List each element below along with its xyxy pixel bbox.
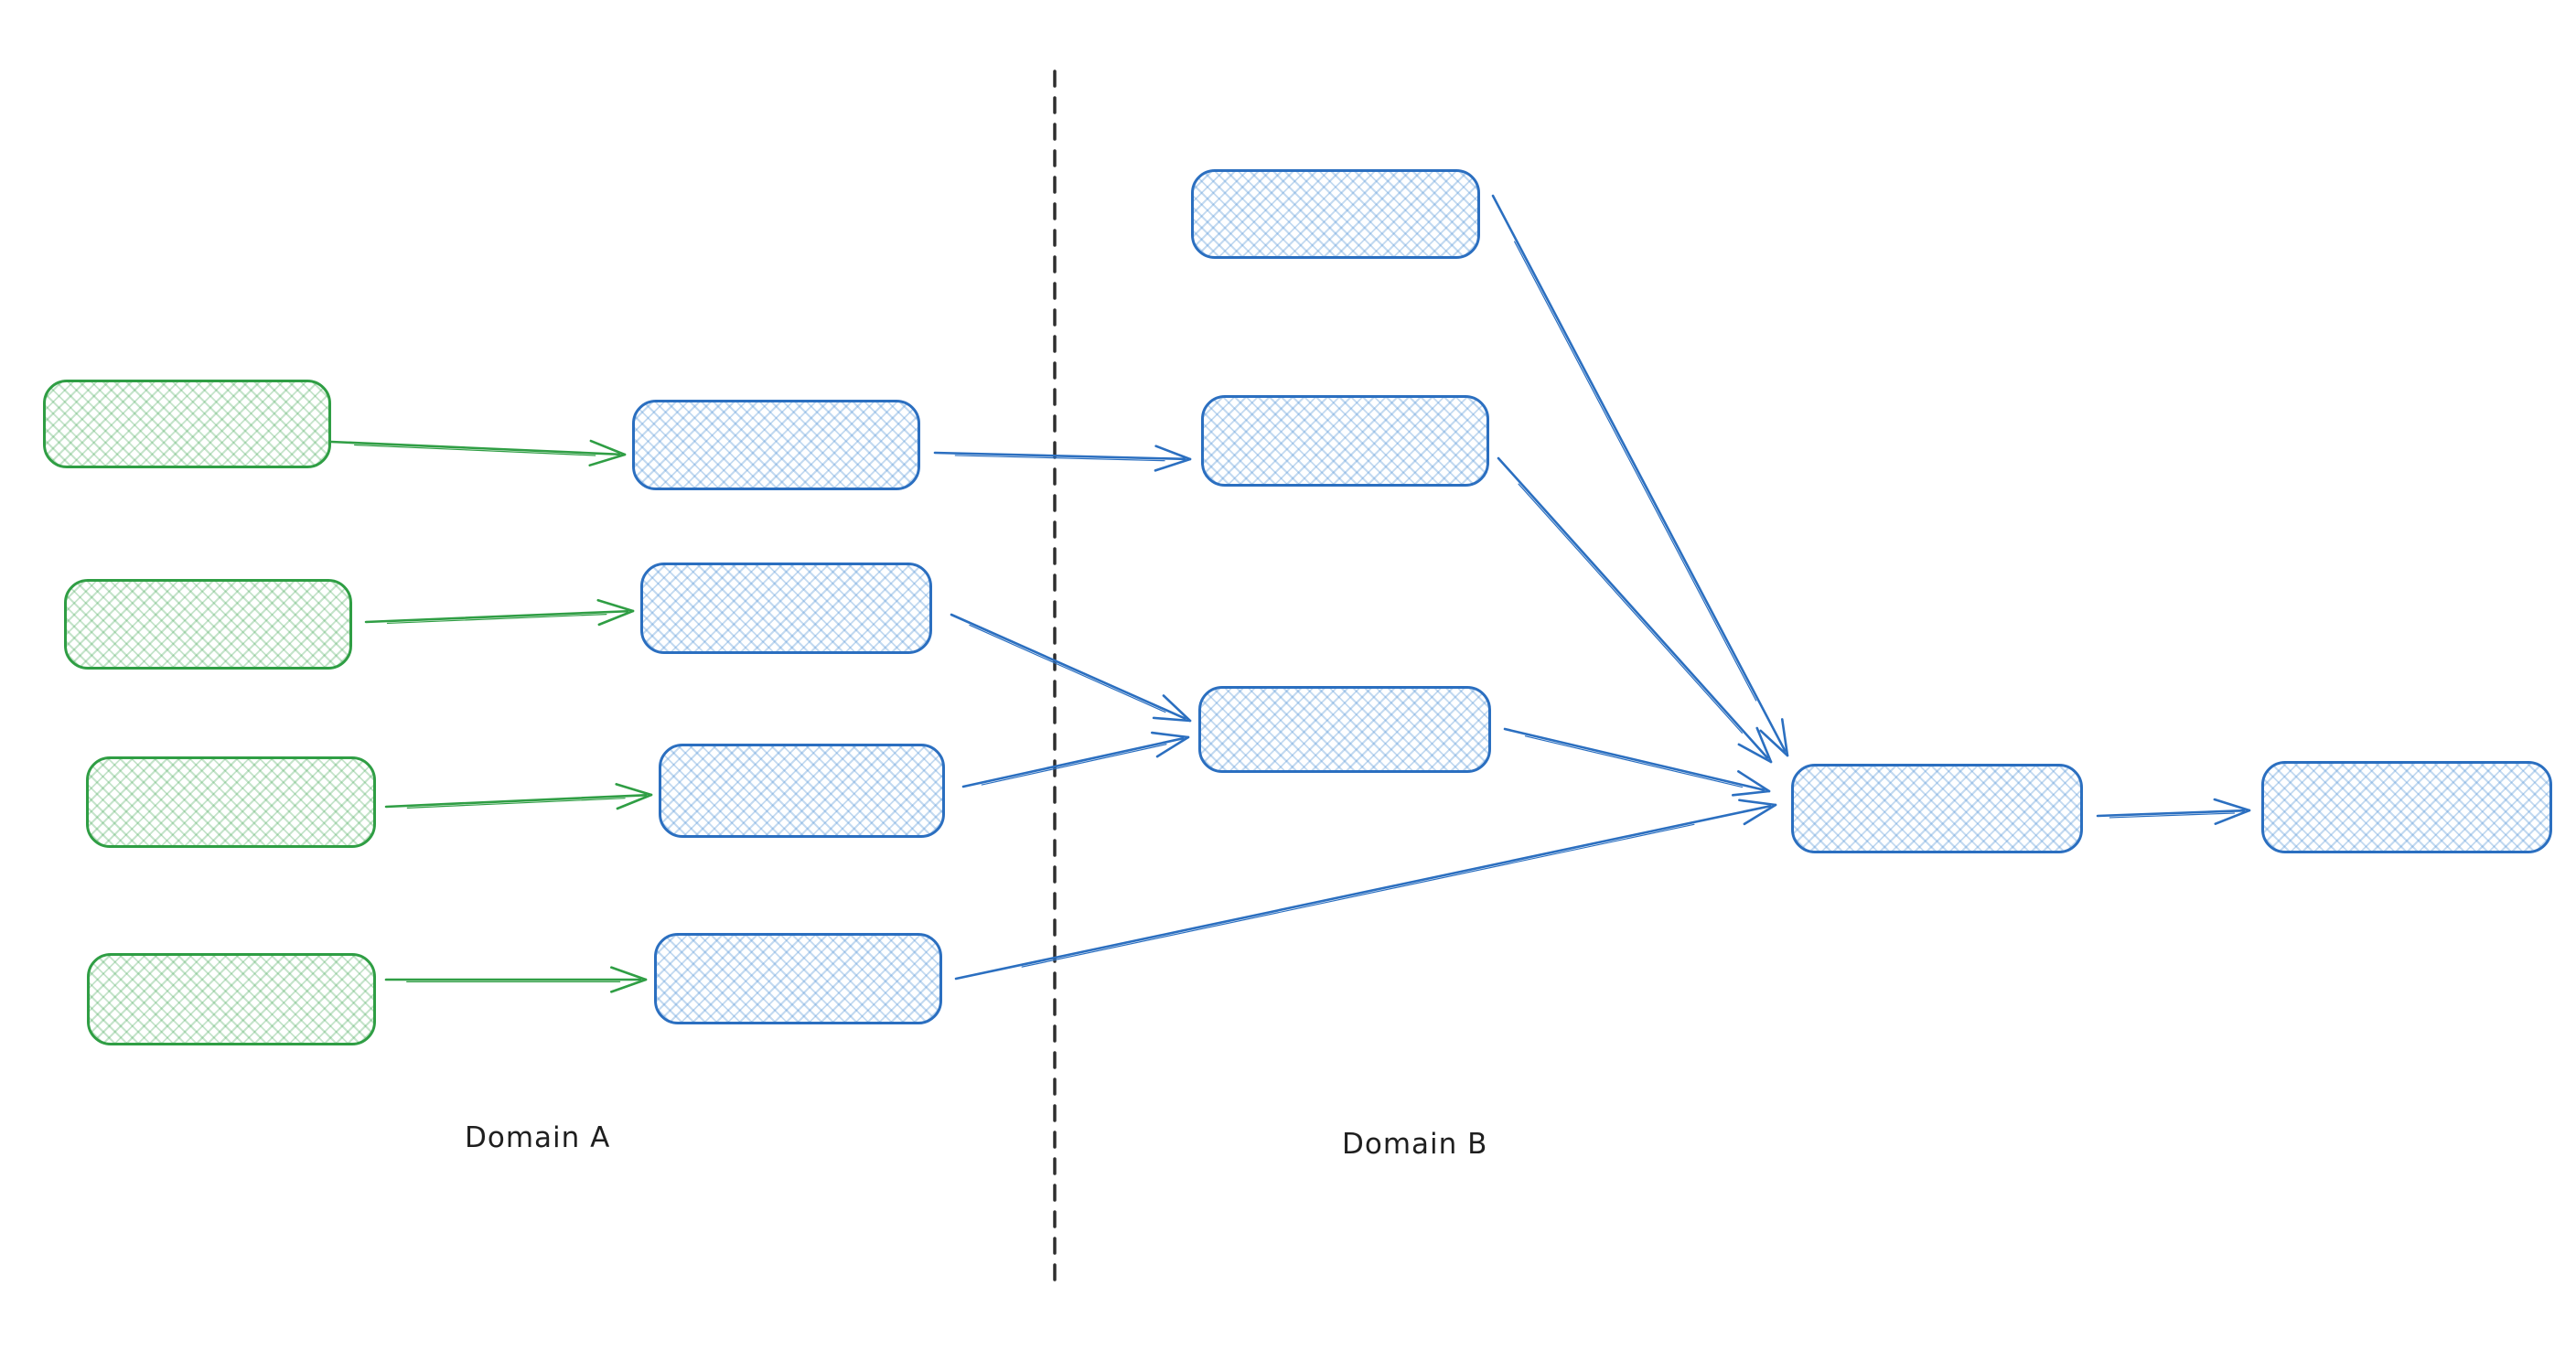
arrow-domain-a-source-1-to-domain-a-stage-1: [329, 439, 627, 466]
arrow-domain-a-stage-1-to-domain-b-stage-2: [933, 445, 1192, 472]
node-domain-a-stage-1: [632, 400, 920, 490]
node-domain-a-stage-2: [640, 563, 932, 654]
domain-a-label: Domain A: [465, 1121, 611, 1154]
node-domain-b-stage-3: [1198, 686, 1491, 773]
node-domain-a-source-3: [86, 756, 376, 848]
arrow-domain-a-source-4-to-domain-a-stage-4: [384, 966, 648, 993]
node-domain-a-source-2: [64, 579, 352, 670]
arrow-domain-a-source-2-to-domain-a-stage-2: [364, 598, 635, 627]
arrow-domain-b-stage-2-to-merge-node: [1497, 456, 1773, 764]
node-domain-a-stage-3: [659, 744, 945, 838]
arrow-domain-a-source-3-to-domain-a-stage-3: [384, 783, 653, 810]
arrow-domain-a-stage-4-to-merge-node: [954, 799, 1777, 981]
node-merge-node: [1791, 764, 2083, 853]
node-domain-b-stage-2: [1201, 395, 1489, 487]
node-output-node: [2261, 761, 2552, 853]
node-domain-a-source-4: [87, 953, 376, 1045]
arrow-domain-a-stage-3-to-domain-b-stage-3: [961, 731, 1190, 788]
arrow-domain-a-stage-2-to-domain-b-stage-3: [950, 613, 1192, 723]
node-domain-a-stage-4: [654, 933, 942, 1024]
arrow-domain-b-stage-3-to-merge-node: [1503, 727, 1771, 797]
node-domain-b-stage-1: [1191, 169, 1480, 259]
arrow-domain-b-stage-1-to-merge-node: [1491, 194, 1789, 757]
node-domain-a-source-1: [43, 380, 331, 468]
arrow-merge-node-to-output-node: [2096, 798, 2251, 825]
domain-b-label: Domain B: [1342, 1128, 1488, 1161]
